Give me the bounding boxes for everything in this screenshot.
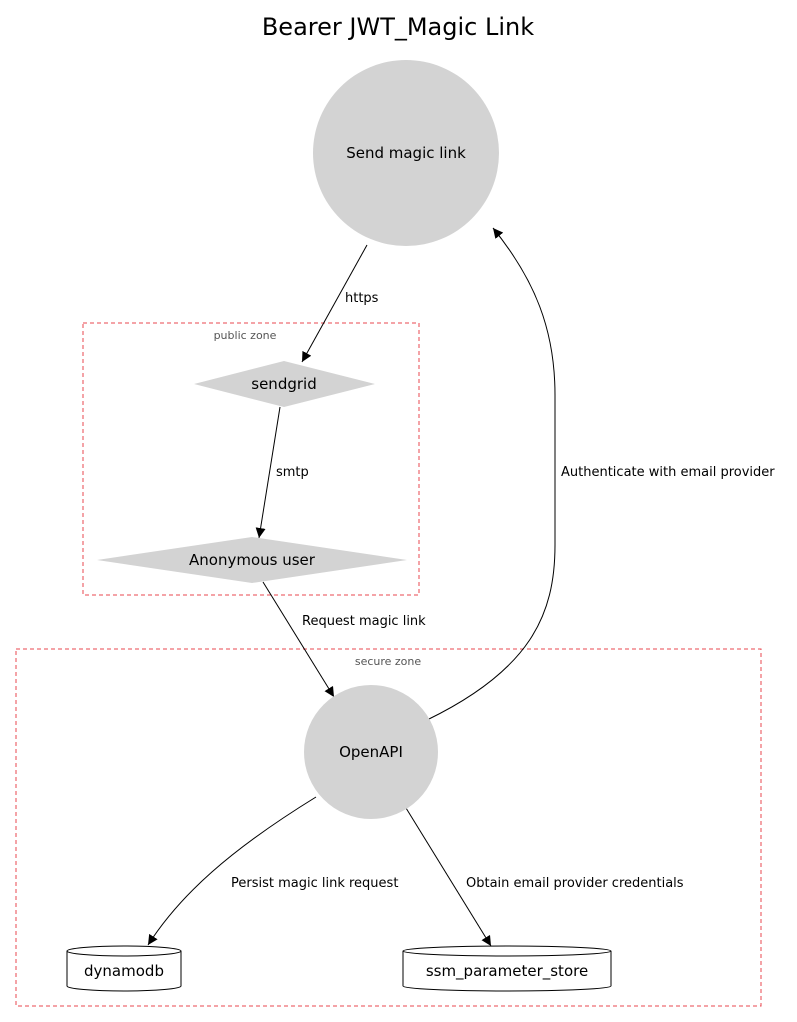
node-sendgrid[interactable]: sendgrid [194,361,375,407]
openapi-circle [304,685,438,819]
send-magic-link-circle [313,60,499,246]
edge-authenticate: Authenticate with email provider [426,227,775,721]
secure-zone-label: secure zone [355,655,422,668]
ssm-parameter-store-label: ssm_parameter_store [426,962,588,981]
node-anonymous-user[interactable]: Anonymous user [97,537,407,583]
edge-obtain-credentials: Obtain email provider credentials [405,807,684,947]
diagram-title: Bearer JWT_Magic Link [262,13,534,41]
node-send-magic-link[interactable]: Send magic link [313,60,499,246]
edge-obtain-credentials-line [405,807,492,947]
edge-authenticate-label: Authenticate with email provider [561,465,775,480]
edge-request-magic-link: Request magic link [262,581,426,698]
edge-persist-label: Persist magic link request [231,876,398,891]
anonymous-user-label: Anonymous user [189,551,316,569]
dynamodb-cylinder-rim [66,950,182,957]
dynamodb-cylinder [66,945,182,992]
edge-smtp-line [255,406,281,539]
sendgrid-diamond [194,361,375,407]
edge-smtp-label: smtp [276,465,309,480]
edge-request-magic-link-line [262,581,335,698]
edge-persist: Persist magic link request [147,796,398,946]
dynamodb-label: dynamodb [84,962,164,980]
edge-https-line [301,244,368,363]
openapi-label: OpenAPI [339,743,403,761]
public-zone: public zone [82,322,420,596]
public-zone-label: public zone [214,329,277,342]
edge-authenticate-line [426,227,556,721]
node-ssm-parameter-store[interactable]: ssm_parameter_store [402,945,612,992]
send-magic-link-label: Send magic link [346,144,466,162]
secure-zone: secure zone [15,648,762,1007]
ssm-parameter-store-cylinder-rim [402,950,612,957]
node-dynamodb[interactable]: dynamodb [66,945,182,992]
edge-persist-line [147,796,317,946]
edge-https: https [301,244,379,363]
edge-smtp: smtp [255,406,309,539]
node-openapi[interactable]: OpenAPI [304,685,438,819]
secure-zone-border [15,648,762,1007]
anonymous-user-diamond [97,537,407,583]
sendgrid-label: sendgrid [251,375,316,393]
edge-https-label: https [345,291,379,306]
edge-request-magic-link-label: Request magic link [302,614,426,629]
ssm-parameter-store-cylinder [402,945,612,992]
public-zone-border [82,322,420,596]
edge-obtain-credentials-label: Obtain email provider credentials [466,876,684,891]
